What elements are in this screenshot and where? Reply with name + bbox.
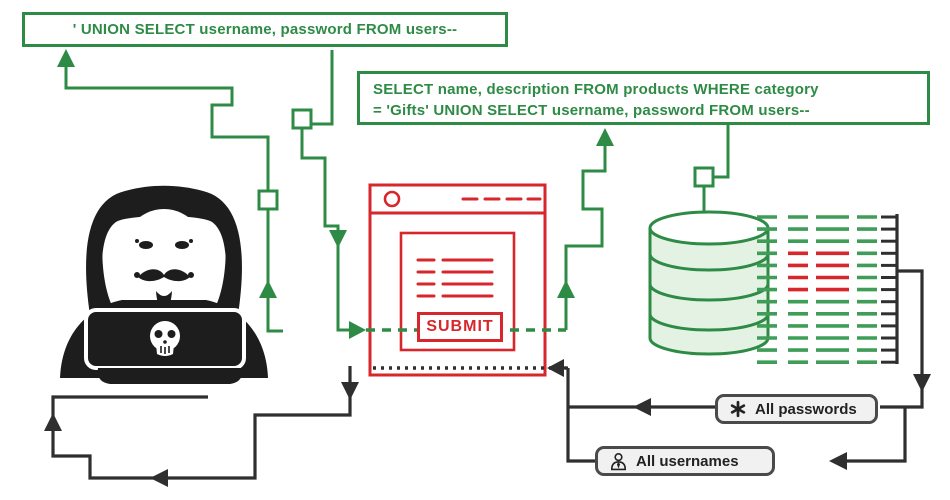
database-cylinder-icon <box>648 210 770 356</box>
browser-dot-icon <box>383 190 401 208</box>
asterisk-icon <box>730 400 746 418</box>
hacker-laptop-skull-icon <box>60 185 268 384</box>
all-usernames-label: All usernames <box>636 452 739 470</box>
injection-query-text: ' UNION SELECT username, password FROM u… <box>72 21 458 38</box>
injection-query-box: ' UNION SELECT username, password FROM u… <box>22 12 508 47</box>
full-query-box: SELECT name, description FROM products W… <box>357 71 930 125</box>
all-passwords-label: All passwords <box>755 400 857 418</box>
user-icon <box>610 452 627 470</box>
database-rows <box>757 215 897 365</box>
form-text-lines <box>416 258 494 298</box>
all-usernames-badge: All usernames <box>595 446 775 476</box>
submit-button: SUBMIT <box>417 312 503 342</box>
browser-window-icon <box>368 183 547 377</box>
result-arrows <box>44 269 931 487</box>
form-panel <box>399 231 516 352</box>
all-passwords-badge: All passwords <box>715 394 878 424</box>
full-query-line-2: = 'Gifts' UNION SELECT username, passwor… <box>373 102 810 119</box>
attack-arrows <box>57 49 730 339</box>
full-query-line-1: SELECT name, description FROM products W… <box>373 81 819 98</box>
